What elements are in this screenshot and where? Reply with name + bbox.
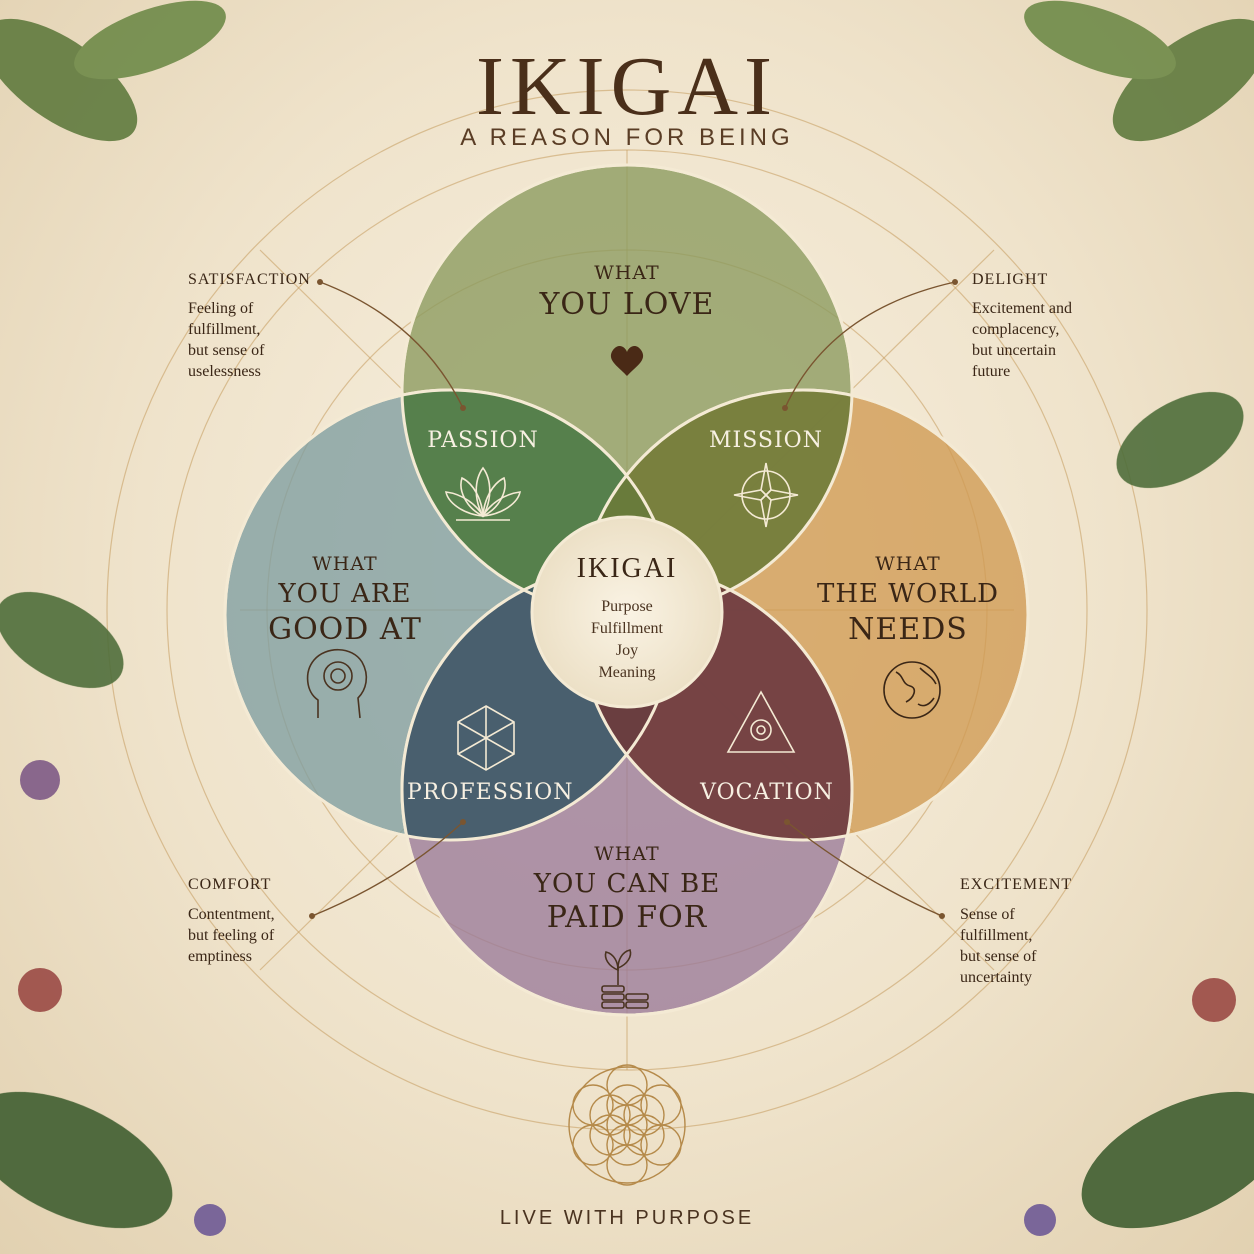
love-line1: WHAT <box>594 262 660 284</box>
passion-label: PASSION <box>427 428 539 453</box>
world-line1: WHAT <box>875 553 941 575</box>
love-line2: YOU LOVE <box>539 287 715 322</box>
paid-line1: WHAT <box>594 843 660 865</box>
excitement-text: Sense of fulfillment, but sense of uncer… <box>960 906 1037 986</box>
globe-icon <box>883 661 941 719</box>
footer-tagline: LIVE WITH PURPOSE <box>499 1207 755 1229</box>
profession-label: PROFESSION <box>407 780 574 805</box>
paid-line3: PAID FOR <box>546 900 708 935</box>
lens-passion <box>402 390 675 615</box>
comfort-text: Contentment, but feeling of emptiness <box>188 906 275 965</box>
lens-mission <box>578 390 852 615</box>
delight-text: Excitement and complacency, but uncertai… <box>972 300 1072 380</box>
satisfaction-text: Feeling of fulfillment, but sense of use… <box>188 300 265 380</box>
mission-label: MISSION <box>709 428 823 453</box>
connector-satisfaction <box>319 281 464 409</box>
center-ikigai-circle <box>530 515 724 709</box>
flower-of-life-icon <box>568 1064 686 1186</box>
good-line1: WHAT <box>312 553 378 575</box>
world-line3: NEEDS <box>848 612 968 647</box>
compass-icon <box>733 462 799 528</box>
page-subtitle: A REASON FOR BEING <box>460 124 794 151</box>
heart-icon <box>610 345 644 376</box>
page-title: IKIGAI <box>476 40 778 133</box>
head-icon <box>306 648 368 719</box>
comfort-heading: COMFORT <box>188 876 272 893</box>
triangle-icon <box>726 690 796 753</box>
connector-excitement <box>786 821 943 917</box>
vocation-label: VOCATION <box>700 780 834 805</box>
center-word-purpose: Purpose <box>601 598 653 615</box>
connector-dots <box>309 279 958 919</box>
world-line2: THE WORLD <box>817 579 999 609</box>
connector-delight <box>784 281 956 409</box>
annotation-connectors <box>311 281 956 917</box>
center-title: IKIGAI <box>576 553 678 584</box>
center-word-fulfillment: Fulfillment <box>591 620 663 637</box>
cube-icon <box>457 705 515 771</box>
paid-line2: YOU CAN BE <box>533 869 721 899</box>
delight-heading: DELIGHT <box>972 271 1049 288</box>
good-line3: GOOD AT <box>268 612 422 647</box>
excitement-heading: EXCITEMENT <box>960 876 1073 893</box>
satisfaction-heading: SATISFACTION <box>188 271 311 288</box>
lotus-icon <box>444 466 522 521</box>
good-line2: YOU ARE <box>278 579 412 609</box>
center-word-meaning: Meaning <box>598 664 656 681</box>
connector-comfort <box>311 821 464 917</box>
center-word-joy: Joy <box>615 642 639 659</box>
coins-plant-icon <box>601 949 649 1009</box>
